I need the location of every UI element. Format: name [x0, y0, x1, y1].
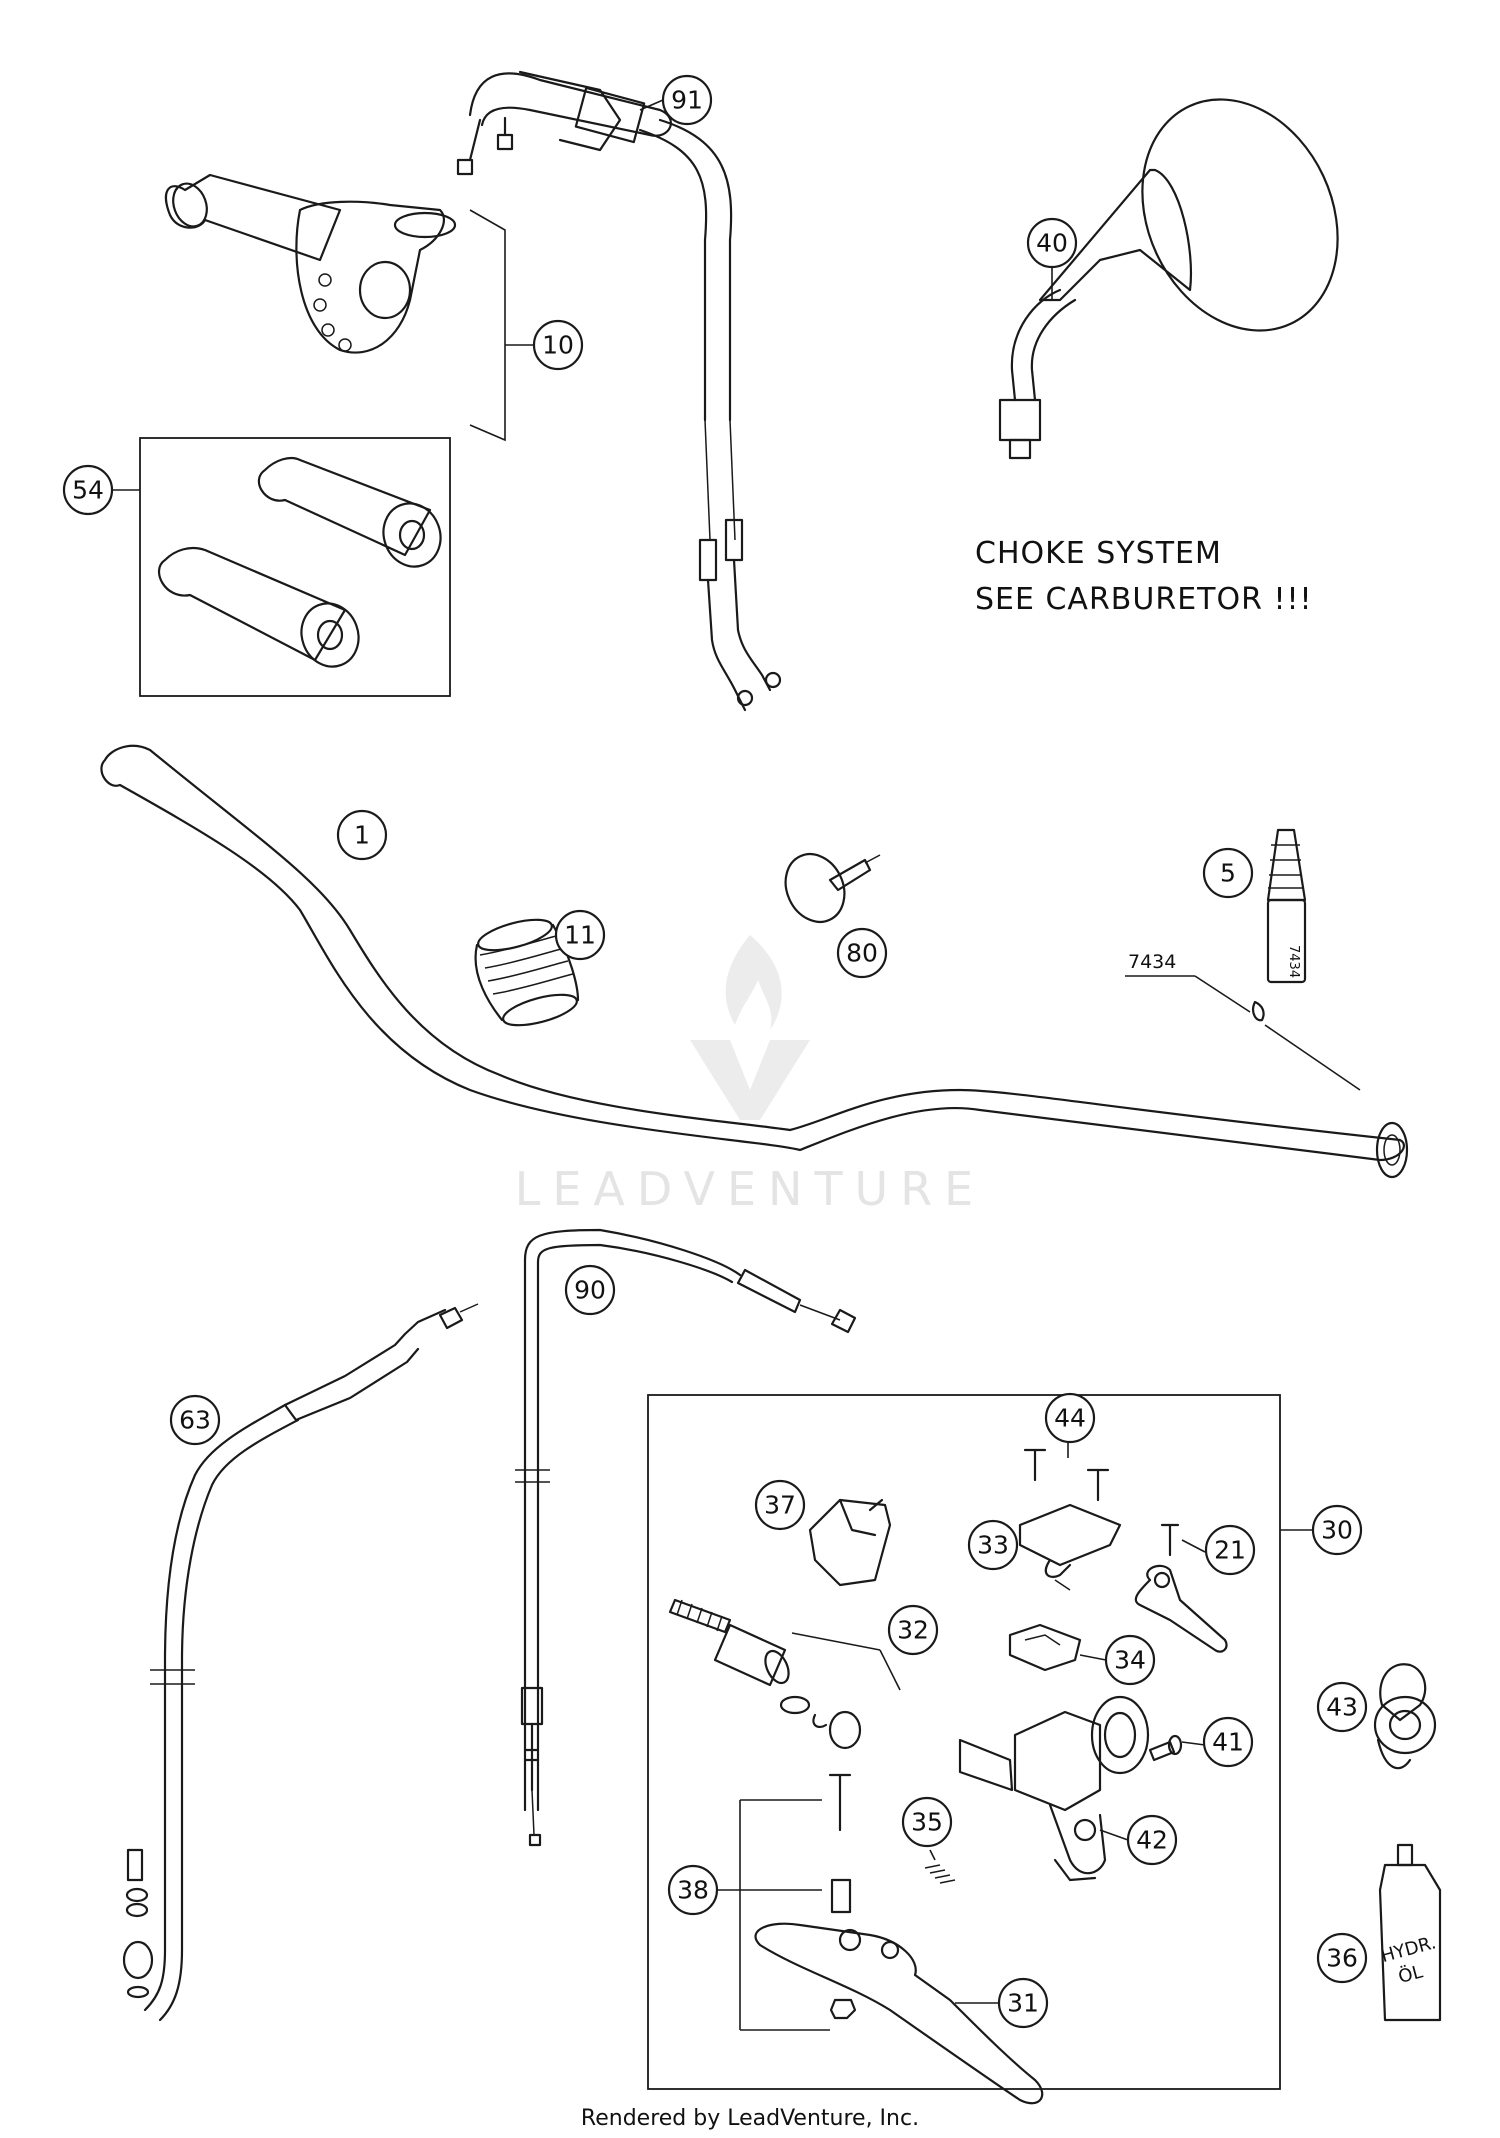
svg-text:63: 63 — [179, 1406, 211, 1435]
note-line-2: SEE CARBURETOR !!! — [975, 582, 1313, 617]
svg-text:90: 90 — [574, 1276, 606, 1305]
callout-36: 36 — [1316, 1932, 1368, 1984]
svg-text:40: 40 — [1036, 229, 1068, 258]
mirror — [998, 98, 1339, 460]
svg-text:43: 43 — [1326, 1693, 1358, 1722]
sealant-label: 7434 — [1125, 951, 1361, 1091]
callout-1: 1 — [336, 809, 388, 861]
callout-30: 30 — [1311, 1504, 1363, 1556]
callout-44: 44 — [1044, 1392, 1096, 1444]
callout-41: 41 — [1202, 1716, 1254, 1768]
brake-lever — [754, 1922, 1044, 2105]
master-cylinder-body — [958, 1695, 1150, 1882]
hydraulic-oil-bottle: HYDR. ÖL — [1379, 1843, 1442, 2022]
svg-text:34: 34 — [1114, 1646, 1146, 1675]
svg-text:33: 33 — [977, 1531, 1009, 1560]
speedometer-cable — [122, 1303, 479, 2022]
lever-boot — [808, 1498, 892, 1587]
reservoir-gasket — [1008, 1623, 1082, 1672]
throttle-cable-assembly — [456, 70, 782, 712]
watermark: LEADVENTURE — [515, 935, 986, 1216]
callout-33: 33 — [967, 1519, 1019, 1571]
callout-10: 10 — [532, 319, 584, 371]
throttle-grip — [164, 173, 535, 442]
note-line-1: CHOKE SYSTEM — [975, 536, 1222, 571]
svg-text:42: 42 — [1136, 1826, 1168, 1855]
watermark-text: LEADVENTURE — [515, 1162, 986, 1216]
choke-note: CHOKE SYSTEM SEE CARBURETOR !!! — [975, 536, 1313, 617]
svg-text:21: 21 — [1214, 1536, 1246, 1565]
callout-80: 80 — [836, 927, 888, 979]
callout-42: 42 — [1126, 1814, 1178, 1866]
callout-5: 5 — [1202, 847, 1254, 899]
callout-90: 90 — [564, 1264, 616, 1316]
footer-credit: Rendered by LeadVenture, Inc. — [581, 2106, 919, 2131]
handlebar — [100, 744, 1409, 1179]
callouts: 91 40 10 54 1 11 80 5 90 63 44 30 37 33 … — [62, 74, 1368, 2029]
svg-text:1: 1 — [354, 821, 370, 850]
svg-text:11: 11 — [564, 921, 596, 950]
svg-text:37: 37 — [764, 1491, 796, 1520]
svg-text:80: 80 — [846, 939, 878, 968]
sealant-label-text: 7434 — [1128, 951, 1176, 973]
reservoir-cover — [1018, 1503, 1122, 1591]
lever-pivot-parts — [739, 1773, 857, 2031]
callout-91: 91 — [639, 74, 713, 126]
svg-text:91: 91 — [671, 86, 703, 115]
callout-54: 54 — [62, 464, 114, 516]
svg-text:32: 32 — [897, 1616, 929, 1645]
callout-31: 31 — [997, 1977, 1049, 2029]
callout-11: 11 — [554, 909, 606, 961]
grease-tube: 7434 — [1266, 828, 1307, 984]
svg-text:54: 54 — [72, 476, 104, 505]
handlebar-clamp — [1373, 1663, 1437, 1770]
bottle-text-1: HYDR. — [1379, 1932, 1439, 1967]
brake-master-cylinder-kit — [647, 1394, 1313, 2090]
lever-adjuster — [1134, 1523, 1228, 1653]
svg-text:35: 35 — [911, 1808, 943, 1837]
bottle-text-2: ÖL — [1396, 1960, 1425, 1988]
clutch-cable — [515, 1228, 857, 1847]
svg-text:41: 41 — [1212, 1728, 1244, 1757]
svg-text:36: 36 — [1326, 1944, 1358, 1973]
svg-text:30: 30 — [1321, 1516, 1353, 1545]
screws-44 — [1023, 1440, 1110, 1502]
callout-63: 63 — [169, 1394, 221, 1446]
piston-kit — [668, 1598, 901, 1750]
svg-text:44: 44 — [1054, 1404, 1086, 1433]
callout-32: 32 — [887, 1604, 939, 1656]
callout-38: 38 — [667, 1864, 740, 1916]
svg-text:31: 31 — [1007, 1989, 1039, 2018]
cable-tie — [784, 853, 881, 923]
callout-34: 34 — [1079, 1634, 1156, 1686]
svg-text:38: 38 — [677, 1876, 709, 1905]
callout-21: 21 — [1204, 1524, 1256, 1576]
callout-40: 40 — [1026, 217, 1078, 300]
grip-set — [110, 437, 451, 697]
tube-label: 7434 — [1286, 945, 1301, 978]
svg-text:5: 5 — [1220, 859, 1236, 888]
callout-35: 35 — [901, 1796, 953, 1848]
spring — [924, 1849, 956, 1884]
svg-text:10: 10 — [542, 331, 574, 360]
callout-37: 37 — [754, 1479, 806, 1531]
adjust-screw-41 — [1148, 1734, 1206, 1762]
callout-43: 43 — [1316, 1681, 1368, 1733]
